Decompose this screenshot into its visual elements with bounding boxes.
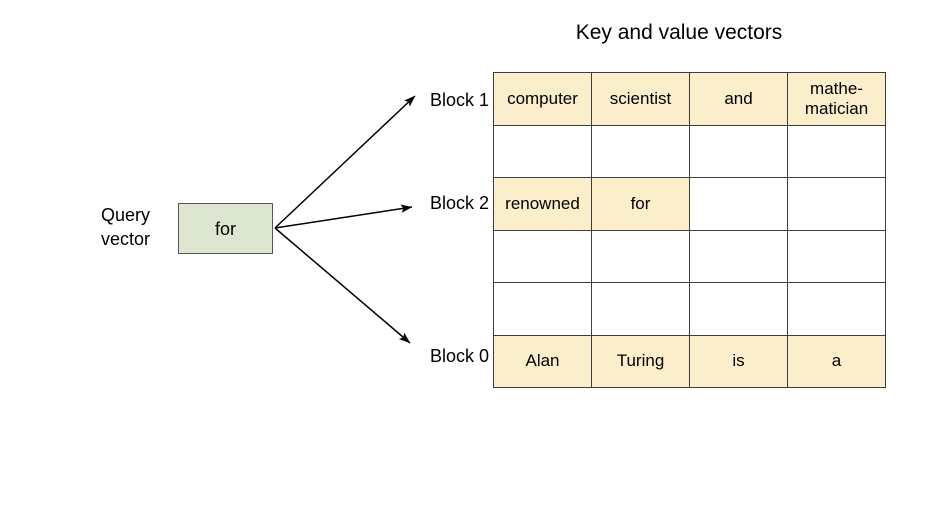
table-cell	[787, 124, 886, 178]
block-label-block-0: Block 0	[429, 346, 489, 366]
table-cell	[689, 177, 788, 231]
table-cell: computer	[493, 72, 592, 126]
query-vector-label: Query vector	[101, 203, 175, 251]
table-row	[493, 229, 886, 283]
table-cell: mathe-matician	[787, 72, 886, 126]
query-vector-token: for	[214, 218, 236, 239]
query-vector-label-line2: vector	[101, 229, 151, 249]
table-cell	[787, 229, 886, 283]
table-row	[493, 124, 886, 178]
block-label-block-1: Block 1	[429, 90, 489, 110]
table-row	[493, 282, 886, 336]
table-cell	[591, 282, 690, 336]
table-cell: and	[689, 72, 788, 126]
arrow-to-block-1	[274, 95, 416, 229]
table-cell	[493, 282, 592, 336]
table-cell: renowned	[493, 177, 592, 231]
table-cell: a	[787, 334, 886, 388]
table-cell	[787, 282, 886, 336]
query-vector-label-line1: Query	[101, 205, 151, 225]
table-cell	[689, 282, 788, 336]
page-title: Key and value vectors	[575, 21, 783, 44]
table-cell: Turing	[591, 334, 690, 388]
table-cell	[493, 229, 592, 283]
arrow-to-block-0	[274, 227, 411, 344]
query-vector-box[interactable]: for	[178, 203, 273, 254]
table-cell	[787, 177, 886, 231]
table-cell	[591, 124, 690, 178]
table-cell: for	[591, 177, 690, 231]
table-cell: Alan	[493, 334, 592, 388]
table-cell	[689, 229, 788, 283]
table-cell	[493, 124, 592, 178]
table-cell: is	[689, 334, 788, 388]
table-cell	[591, 229, 690, 283]
arrow-to-block-2	[274, 204, 413, 229]
block-label-block-2: Block 2	[429, 193, 489, 213]
table-cell	[689, 124, 788, 178]
table-cell: scientist	[591, 72, 690, 126]
